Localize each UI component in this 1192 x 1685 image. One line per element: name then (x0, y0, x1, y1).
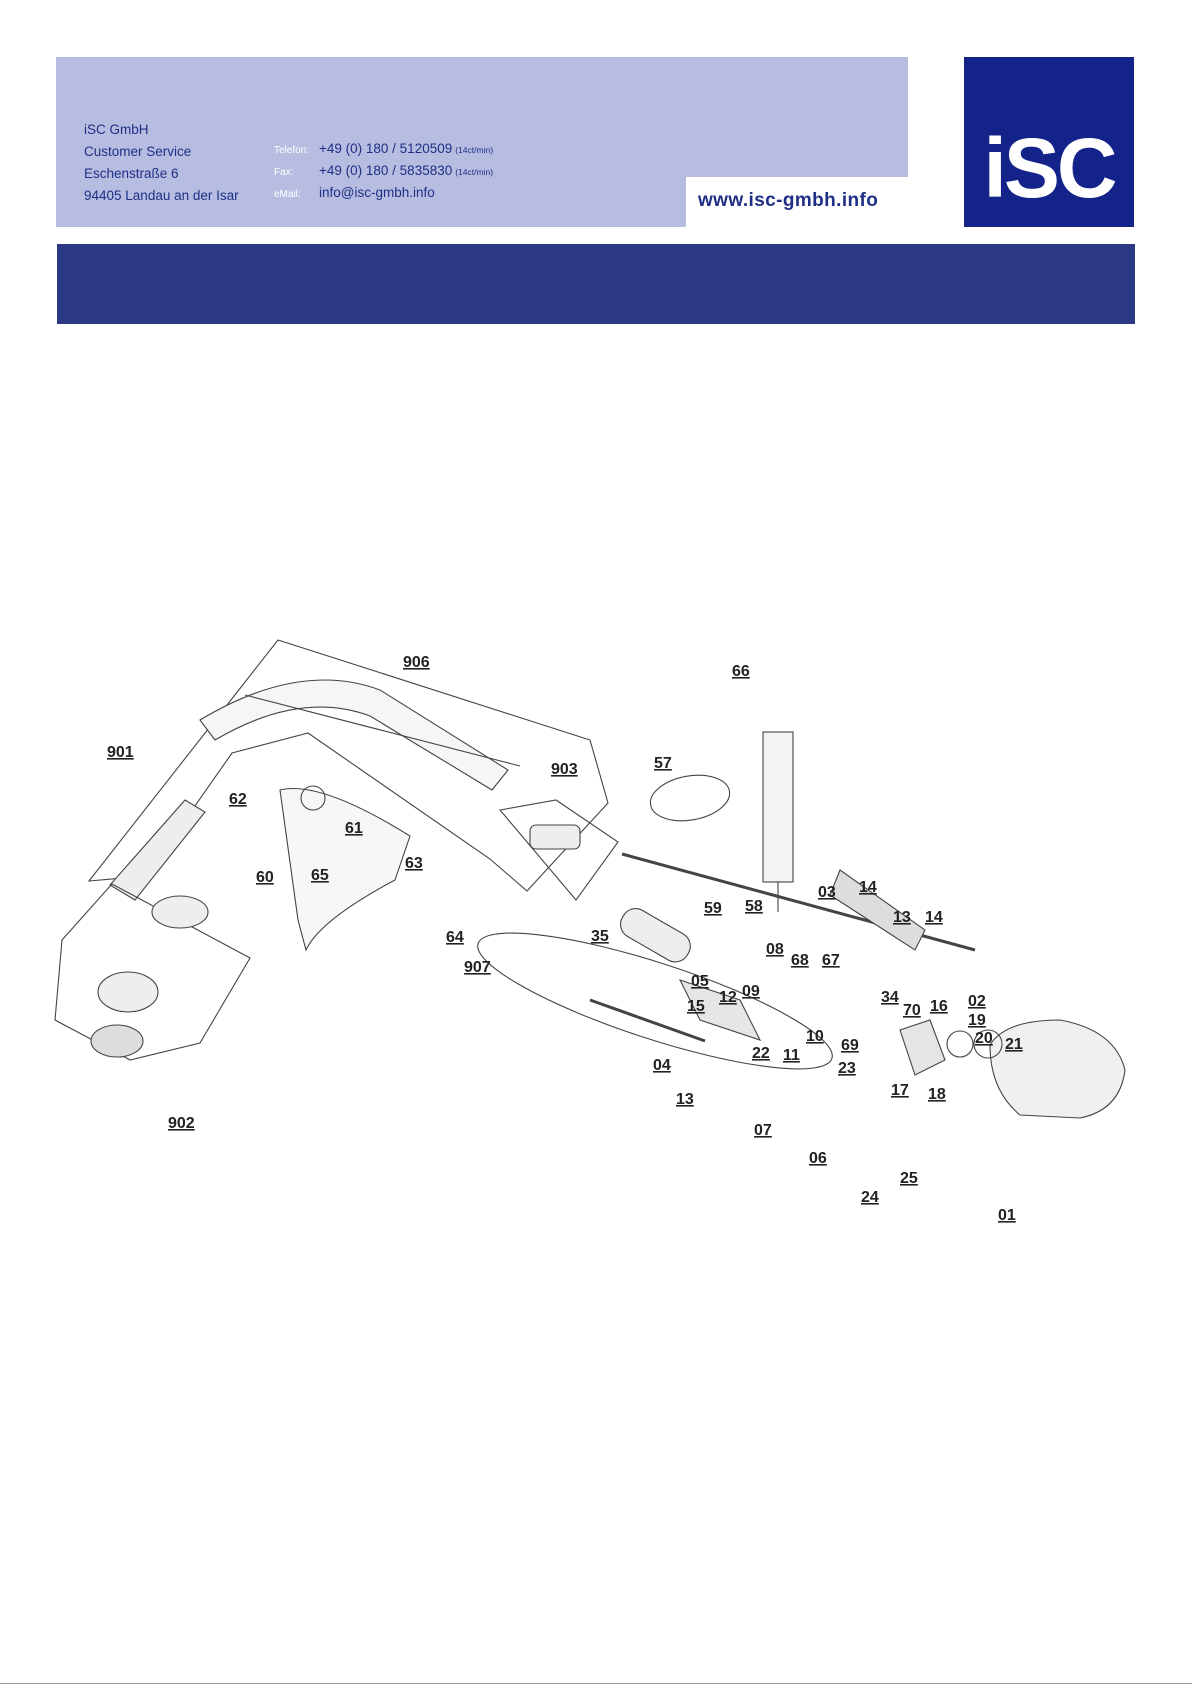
housing (829, 869, 926, 951)
contact-info-box: iSC GmbH Customer Service Eschenstraße 6… (56, 57, 908, 227)
exploded-parts-diagram: 906 66 901 903 57 62 61 63 60 65 64 59 5… (54, 639, 1126, 1224)
part-label: 07 (754, 1122, 772, 1139)
fax-rate: (14ct/min) (455, 167, 494, 177)
part-label: 66 (732, 663, 750, 680)
part-label: 35 (591, 928, 609, 945)
part-label: 01 (998, 1207, 1016, 1224)
part-label: 04 (653, 1057, 671, 1074)
handle-grip (109, 799, 206, 901)
part-label: 903 (551, 761, 578, 778)
curved-shaft (199, 679, 509, 791)
part-label: 14 (925, 909, 943, 926)
part-label: 902 (168, 1115, 195, 1132)
shoulder-strap (762, 731, 794, 883)
part-label: 06 (809, 1150, 827, 1167)
engine (989, 1019, 1126, 1119)
part-label: 59 (704, 900, 722, 917)
department: Customer Service (84, 144, 192, 159)
isc-logo-mark: iSC (983, 121, 1118, 215)
part-label: 25 (900, 1170, 918, 1187)
part-label: 67 (822, 952, 840, 969)
company-name: iSC GmbH (84, 122, 149, 137)
inner-shaft (244, 694, 521, 767)
company-address: iSC GmbH Customer Service Eschenstraße 6… (84, 119, 239, 207)
part-label: 15 (687, 998, 705, 1015)
part-label: 906 (403, 654, 430, 671)
fax-label: Fax: (274, 167, 294, 178)
part-label: 58 (745, 898, 763, 915)
fax-number: +49 (0) 180 / 5835830 (319, 163, 453, 178)
foam-grip (620, 908, 691, 963)
part-label: 03 (818, 884, 836, 901)
part-label: 62 (229, 791, 247, 808)
part-label: 02 (968, 993, 986, 1010)
part-label: 65 (311, 867, 329, 884)
clamp-body (529, 824, 581, 850)
drive-shaft-ellipse (477, 932, 833, 1070)
website-box: www.isc-gmbh.info (686, 177, 908, 227)
part-label: 63 (405, 855, 423, 872)
isc-logo: iSC (964, 57, 1134, 227)
bottom-rule (0, 1683, 1192, 1684)
part-label: 09 (742, 983, 760, 1000)
part-label: 10 (806, 1028, 824, 1045)
part-label: 907 (464, 959, 491, 976)
clutch (973, 1029, 1003, 1059)
part-label: 901 (107, 744, 134, 761)
part-label: 60 (256, 869, 274, 886)
phone-rate: (14ct/min) (455, 145, 494, 155)
loop-handle (649, 774, 731, 822)
part-label: 05 (691, 973, 709, 990)
part-label: 14 (859, 879, 877, 896)
part-label: 20 (975, 1030, 993, 1047)
part-label: 64 (446, 929, 464, 946)
part-label: 11 (783, 1047, 800, 1064)
throttle-handle (678, 979, 762, 1041)
website-link[interactable]: www.isc-gmbh.info (698, 190, 879, 211)
street: Eschenstraße 6 (84, 166, 179, 181)
clamp-box (498, 799, 619, 901)
email-value[interactable]: info@isc-gmbh.info (319, 185, 435, 200)
part-label: 23 (838, 1060, 856, 1077)
part-label: 70 (903, 1002, 921, 1019)
spool-cap (151, 895, 209, 929)
part-label: 18 (928, 1086, 946, 1103)
part-label: 08 (766, 941, 784, 958)
part-label: 61 (345, 820, 363, 837)
part-label: 22 (752, 1045, 770, 1062)
clutch-drum (946, 1030, 974, 1058)
part-label: 13 (676, 1091, 694, 1108)
logo-text: iSC (983, 121, 1115, 215)
part-label: 21 (1005, 1036, 1023, 1053)
spool-assembly-outline (54, 883, 251, 1061)
fax-value: +49 (0) 180 / 5835830(14ct/min) (319, 163, 493, 178)
city: 94405 Landau an der Isar (84, 188, 239, 203)
guard-clamp (300, 785, 326, 811)
drive-cable (589, 998, 706, 1043)
part-label: 12 (719, 989, 737, 1006)
gear-housing (899, 1019, 946, 1076)
phone-value: +49 (0) 180 / 5120509(14ct/min) (319, 141, 493, 156)
spool (97, 971, 159, 1013)
part-label: 34 (881, 989, 899, 1006)
part-label: 24 (861, 1189, 879, 1206)
part-labels: 906 66 901 903 57 62 61 63 60 65 64 59 5… (107, 654, 1023, 1224)
spool-knob (90, 1024, 144, 1058)
part-label: 16 (930, 998, 948, 1015)
phone-number: +49 (0) 180 / 5120509 (319, 141, 453, 156)
email-label: eMail: (274, 189, 301, 200)
part-label: 17 (891, 1082, 909, 1099)
guard (279, 787, 411, 952)
part-label: 69 (841, 1037, 859, 1054)
phone-label: Telefon: (274, 145, 310, 156)
part-label: 68 (791, 952, 809, 969)
part-label: 57 (654, 755, 672, 772)
title-banner (57, 244, 1135, 324)
part-label: 19 (968, 1012, 986, 1029)
part-label: 13 (893, 909, 911, 926)
